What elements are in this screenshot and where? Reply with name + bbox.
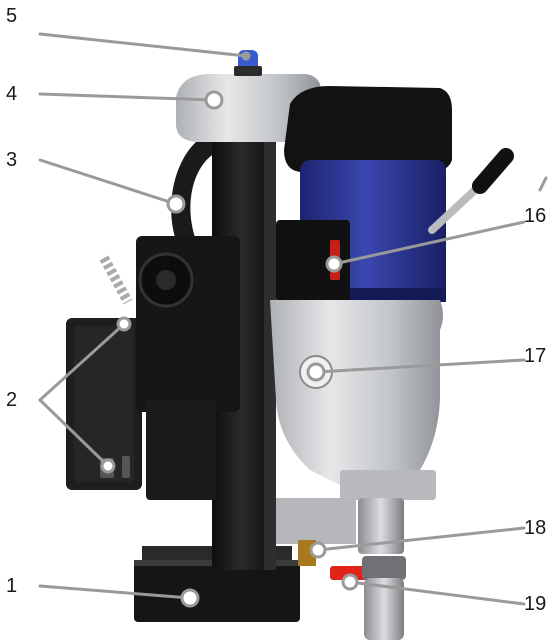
leader-17 (314, 358, 526, 374)
carry-handle (171, 132, 222, 246)
callout-label-19: 19 (524, 593, 547, 615)
leader-2a (38, 322, 126, 402)
cable-spring (99, 255, 133, 305)
callout-label-1: 1 (6, 575, 18, 597)
leader-2b-dot (100, 458, 116, 474)
gearbox (136, 236, 240, 500)
leader-19-dot (341, 573, 359, 591)
leader-lines (38, 32, 548, 608)
leader-3 (38, 158, 178, 206)
callout-label-3: 3 (6, 149, 18, 171)
leader-3-dot (166, 194, 186, 214)
callout-label-18: 18 (524, 517, 547, 539)
leader-19 (348, 580, 526, 606)
leader-2a-dot (116, 316, 132, 332)
leader-5 (38, 32, 248, 58)
callout-label-16: 16 (524, 205, 547, 227)
drill-housing (270, 300, 443, 544)
feed-handle (428, 148, 514, 234)
leader-16 (332, 220, 526, 266)
leader-16-tick (538, 176, 548, 192)
leader-2b (38, 398, 110, 468)
leader-17-dot (306, 362, 326, 382)
leader-18 (316, 526, 526, 552)
leader-5-dot (241, 51, 251, 61)
callout-label-2: 2 (6, 389, 18, 411)
callout-label-17: 17 (524, 345, 547, 367)
leader-4 (38, 92, 216, 102)
callout-label-4: 4 (6, 83, 18, 105)
leader-4-dot (204, 90, 224, 110)
annular-cutter (362, 556, 406, 640)
leader-1-dot (180, 588, 200, 608)
motor-cap (284, 86, 452, 172)
leader-16-dot (325, 255, 343, 273)
coolant-collar (330, 566, 370, 580)
leader-1 (38, 584, 192, 600)
callout-label-5: 5 (6, 5, 18, 27)
leader-18-dot (309, 541, 327, 559)
